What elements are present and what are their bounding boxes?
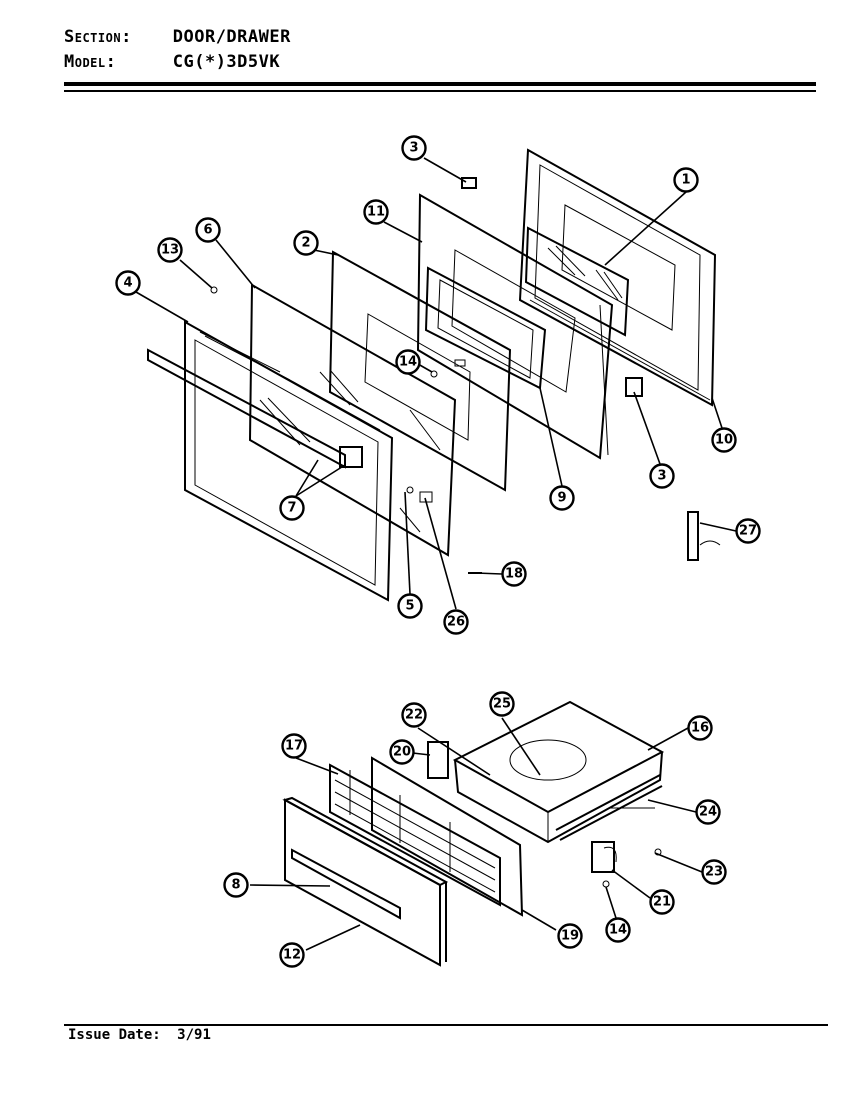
callout-22: 22 — [401, 702, 427, 728]
callout-25: 25 — [489, 691, 515, 717]
part-door-frame — [184, 320, 394, 602]
callout-23: 23 — [701, 859, 727, 885]
part-drawer-liner — [371, 756, 524, 917]
svg-text:13: 13 — [161, 243, 179, 258]
door-hardware — [210, 177, 721, 574]
callout-13: 13 — [157, 237, 183, 263]
leader-lines — [135, 157, 737, 951]
svg-text:27: 27 — [739, 524, 757, 539]
callout-3-bottom: 3 — [649, 463, 675, 489]
callout-6: 6 — [195, 217, 221, 243]
callout-11: 11 — [363, 199, 389, 225]
part-door-handle — [147, 348, 363, 469]
svg-text:19: 19 — [561, 929, 579, 944]
callout-8: 8 — [223, 872, 249, 898]
issue-date-value: 3/91 — [177, 1027, 211, 1043]
callout-24: 24 — [695, 799, 721, 825]
callout-18: 18 — [501, 561, 527, 587]
svg-text:24: 24 — [699, 805, 717, 820]
section-header: Section: DOOR/DRAWER — [64, 27, 291, 47]
callout-16: 16 — [687, 715, 713, 741]
callout-17: 17 — [281, 733, 307, 759]
section-label: Section: — [64, 27, 132, 47]
part-insulation-panel — [328, 250, 512, 492]
door-assembly — [147, 148, 721, 602]
svg-text:14: 14 — [609, 923, 627, 938]
model-value: CG(*)3D5VK — [172, 52, 281, 72]
svg-text:25: 25 — [493, 697, 511, 712]
svg-text:22: 22 — [405, 708, 423, 723]
svg-text:8: 8 — [231, 878, 240, 893]
svg-text:5: 5 — [405, 599, 414, 614]
callouts: 3 1 11 6 2 13 4 14 10 3 9 7 27 18 5 26 2… — [115, 135, 761, 968]
svg-text:1: 1 — [681, 173, 690, 188]
drawer-hardware — [555, 774, 663, 888]
callout-9: 9 — [549, 485, 575, 511]
issue-date: Issue Date: 3/91 — [68, 1027, 211, 1043]
callout-26: 26 — [443, 609, 469, 635]
model-header: Model: CG(*)3D5VK — [64, 52, 280, 72]
callout-7: 7 — [279, 495, 305, 521]
callout-10: 10 — [711, 427, 737, 453]
svg-text:3: 3 — [409, 141, 418, 156]
svg-text:21: 21 — [653, 895, 671, 910]
svg-text:18: 18 — [505, 567, 523, 582]
svg-text:12: 12 — [283, 948, 301, 963]
callout-20: 20 — [389, 739, 415, 765]
header-rule-thin — [64, 90, 816, 92]
svg-text:20: 20 — [393, 745, 411, 760]
part-outer-glass — [248, 283, 457, 557]
svg-text:26: 26 — [447, 615, 465, 630]
svg-text:17: 17 — [285, 739, 303, 754]
svg-text:3: 3 — [657, 469, 666, 484]
callout-1: 1 — [673, 167, 699, 193]
part-oven-window — [524, 226, 630, 337]
callout-12: 12 — [279, 942, 305, 968]
callout-14-drawer: 14 — [605, 917, 631, 943]
svg-text:23: 23 — [705, 865, 723, 880]
callout-3-top: 3 — [401, 135, 427, 161]
svg-text:4: 4 — [123, 276, 132, 291]
svg-text:9: 9 — [557, 491, 566, 506]
callout-21: 21 — [649, 889, 675, 915]
callout-27: 27 — [735, 518, 761, 544]
part-inner-door-panel — [518, 148, 717, 407]
svg-text:2: 2 — [301, 236, 310, 251]
callout-19: 19 — [557, 923, 583, 949]
drawer-assembly — [282, 700, 665, 967]
svg-text:14: 14 — [399, 355, 417, 370]
callout-14-door: 14 — [395, 349, 421, 375]
section-value: DOOR/DRAWER — [172, 27, 291, 47]
callout-2: 2 — [293, 230, 319, 256]
part-drawer-handle — [291, 848, 401, 920]
part-drawer-body — [427, 700, 665, 844]
model-label: Model: — [64, 52, 117, 72]
part-drawer-insulation — [329, 763, 501, 907]
svg-text:11: 11 — [367, 205, 385, 220]
header-rule-thick — [64, 82, 816, 86]
svg-text:6: 6 — [203, 223, 212, 238]
svg-text:10: 10 — [715, 433, 733, 448]
part-drawer-front — [282, 796, 449, 967]
callout-4: 4 — [115, 270, 141, 296]
svg-text:16: 16 — [691, 721, 709, 736]
footer-rule — [64, 1024, 828, 1026]
part-door-liner — [416, 193, 614, 460]
issue-date-label: Issue Date: — [68, 1027, 161, 1043]
svg-text:7: 7 — [287, 501, 296, 516]
callout-5: 5 — [397, 593, 423, 619]
